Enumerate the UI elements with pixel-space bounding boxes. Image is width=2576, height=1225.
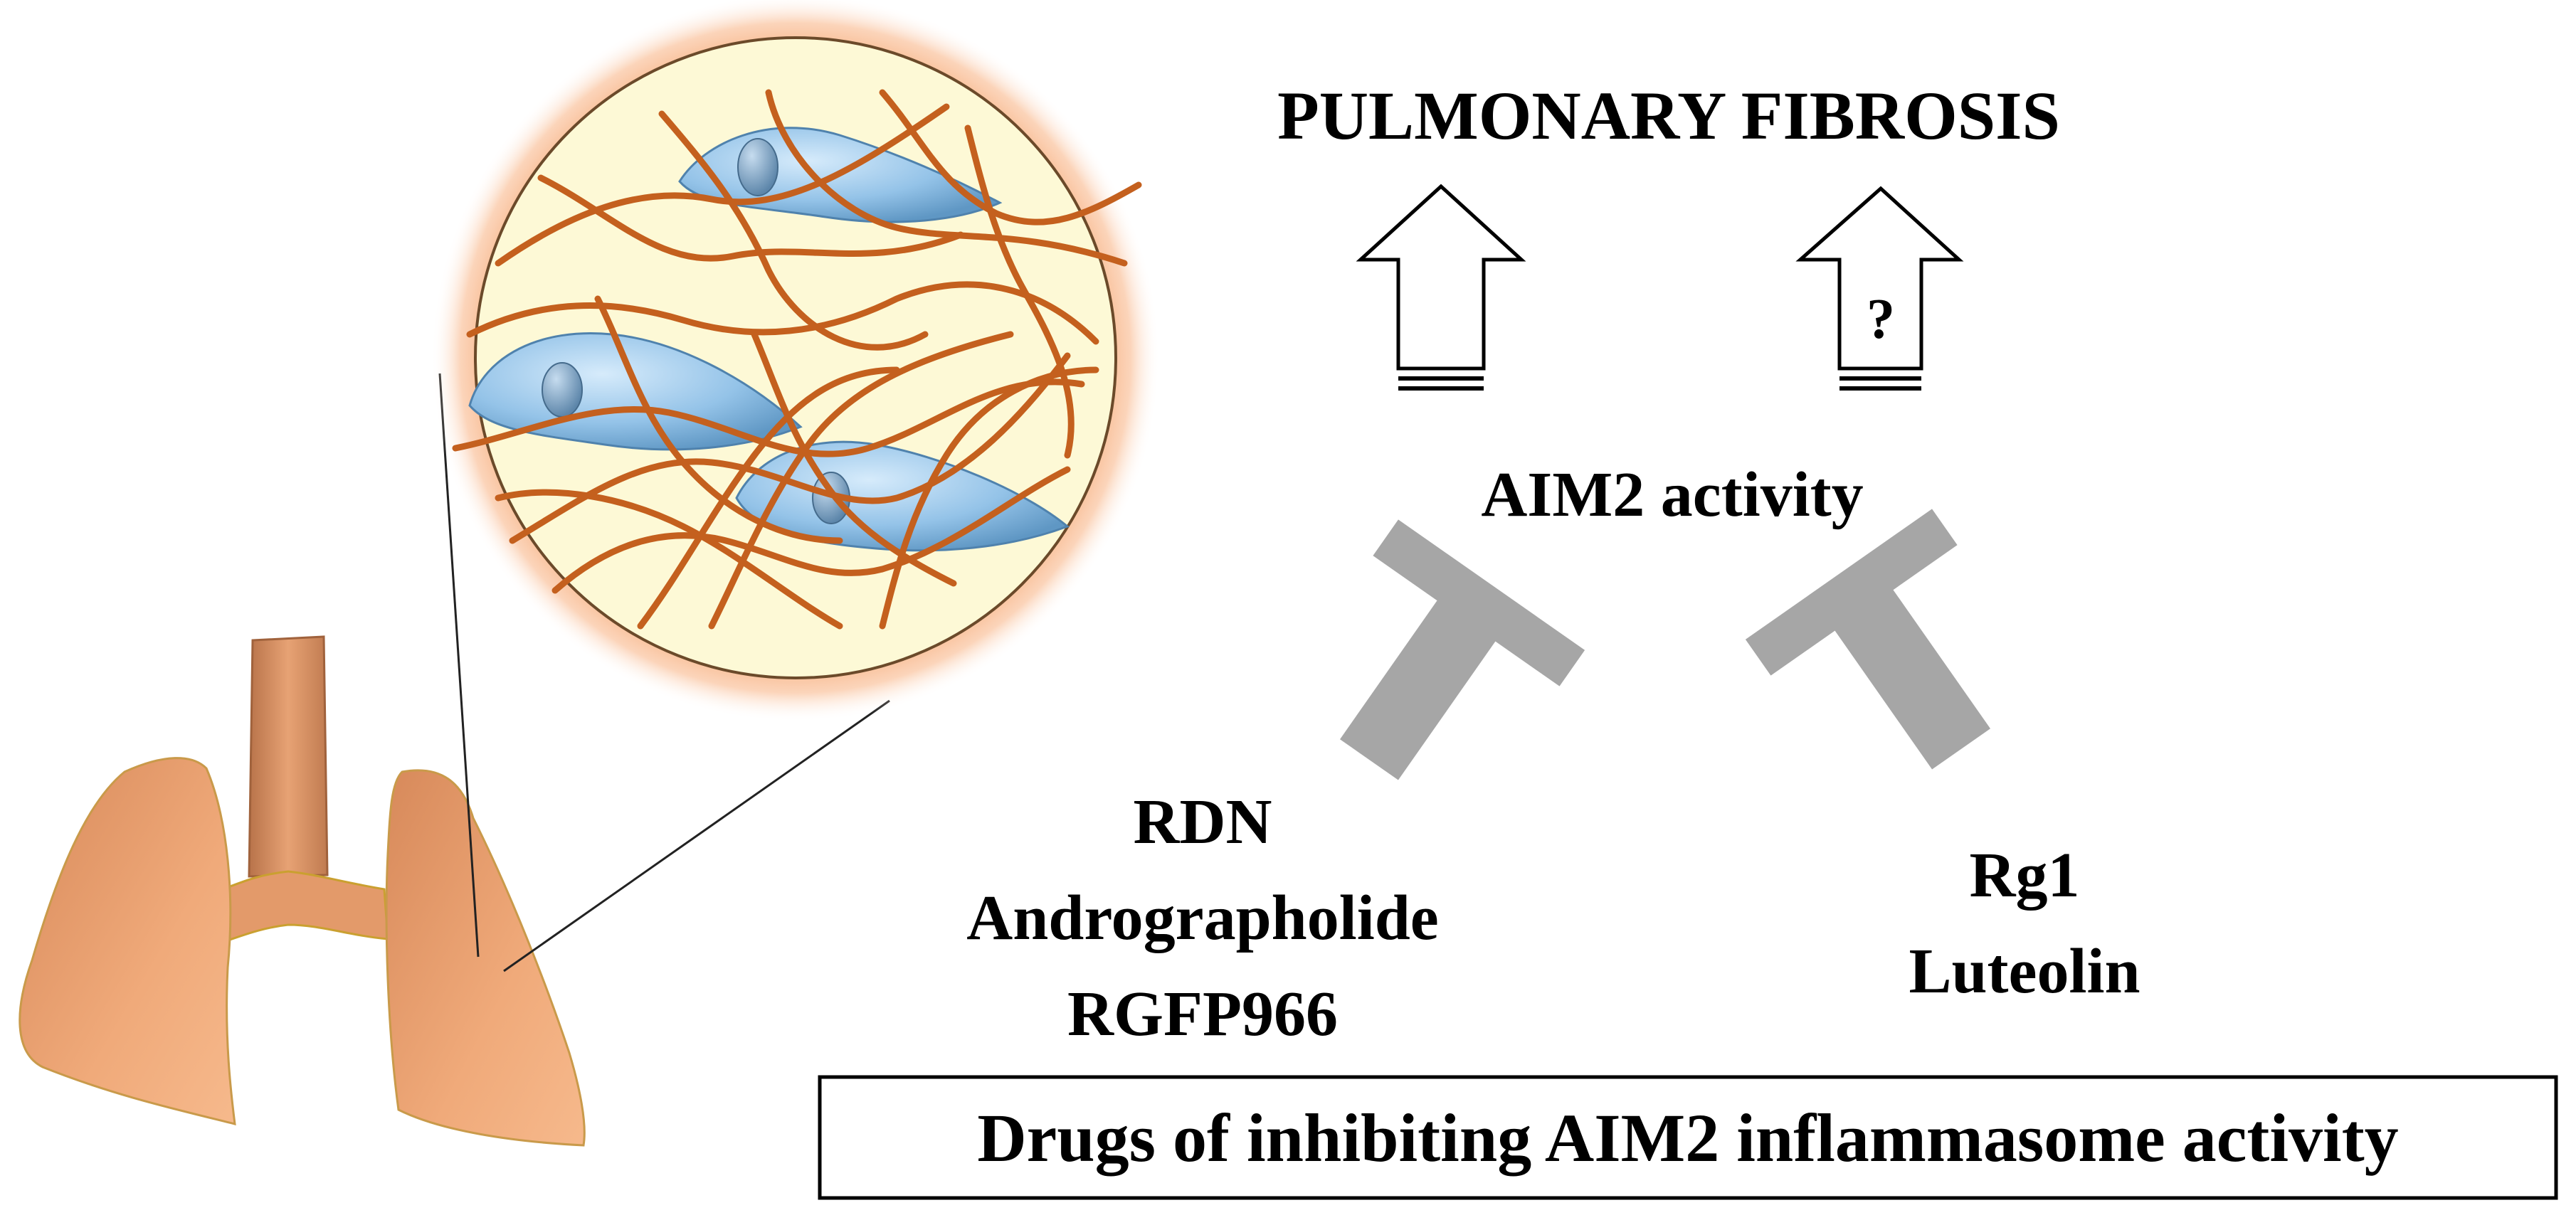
lungs-illustration	[19, 373, 890, 1147]
arrow-up-left	[1356, 184, 1526, 391]
drug-andrographolide: Andrographolide	[966, 883, 1439, 953]
inhibitor-bar-left	[1340, 519, 1585, 780]
aim2-activity-label: AIM2 activity	[1481, 460, 1863, 530]
drug-rgfp966: RGFP966	[1067, 979, 1338, 1049]
left-drug-list: RDN Andrographolide RGFP966	[966, 787, 1439, 1049]
bronchi	[208, 870, 389, 948]
inhibitor-bar-right	[1745, 509, 1990, 770]
drug-rg1: Rg1	[1970, 840, 2080, 911]
left-lung	[19, 757, 236, 1125]
zoom-line-right	[503, 699, 890, 972]
question-mark: ?	[1867, 288, 1895, 351]
footer-box-label: Drugs of inhibiting AIM2 inflammasome ac…	[977, 1100, 2398, 1176]
footer-box: Drugs of inhibiting AIM2 inflammasome ac…	[818, 1075, 2558, 1200]
right-drug-list: Rg1 Luteolin	[1909, 840, 2140, 1007]
collagen-fibers	[452, 89, 1142, 630]
title-pulmonary-fibrosis: PULMONARY FIBROSIS	[1277, 78, 2060, 154]
drug-luteolin: Luteolin	[1909, 936, 2140, 1007]
drug-rdn: RDN	[1134, 787, 1272, 857]
right-lung	[385, 769, 586, 1147]
arrow-up-right: ?	[1795, 186, 1964, 391]
zoom-line-left	[438, 373, 480, 958]
fibrosis-zoom-circle	[431, 0, 1160, 722]
trachea	[248, 635, 329, 878]
